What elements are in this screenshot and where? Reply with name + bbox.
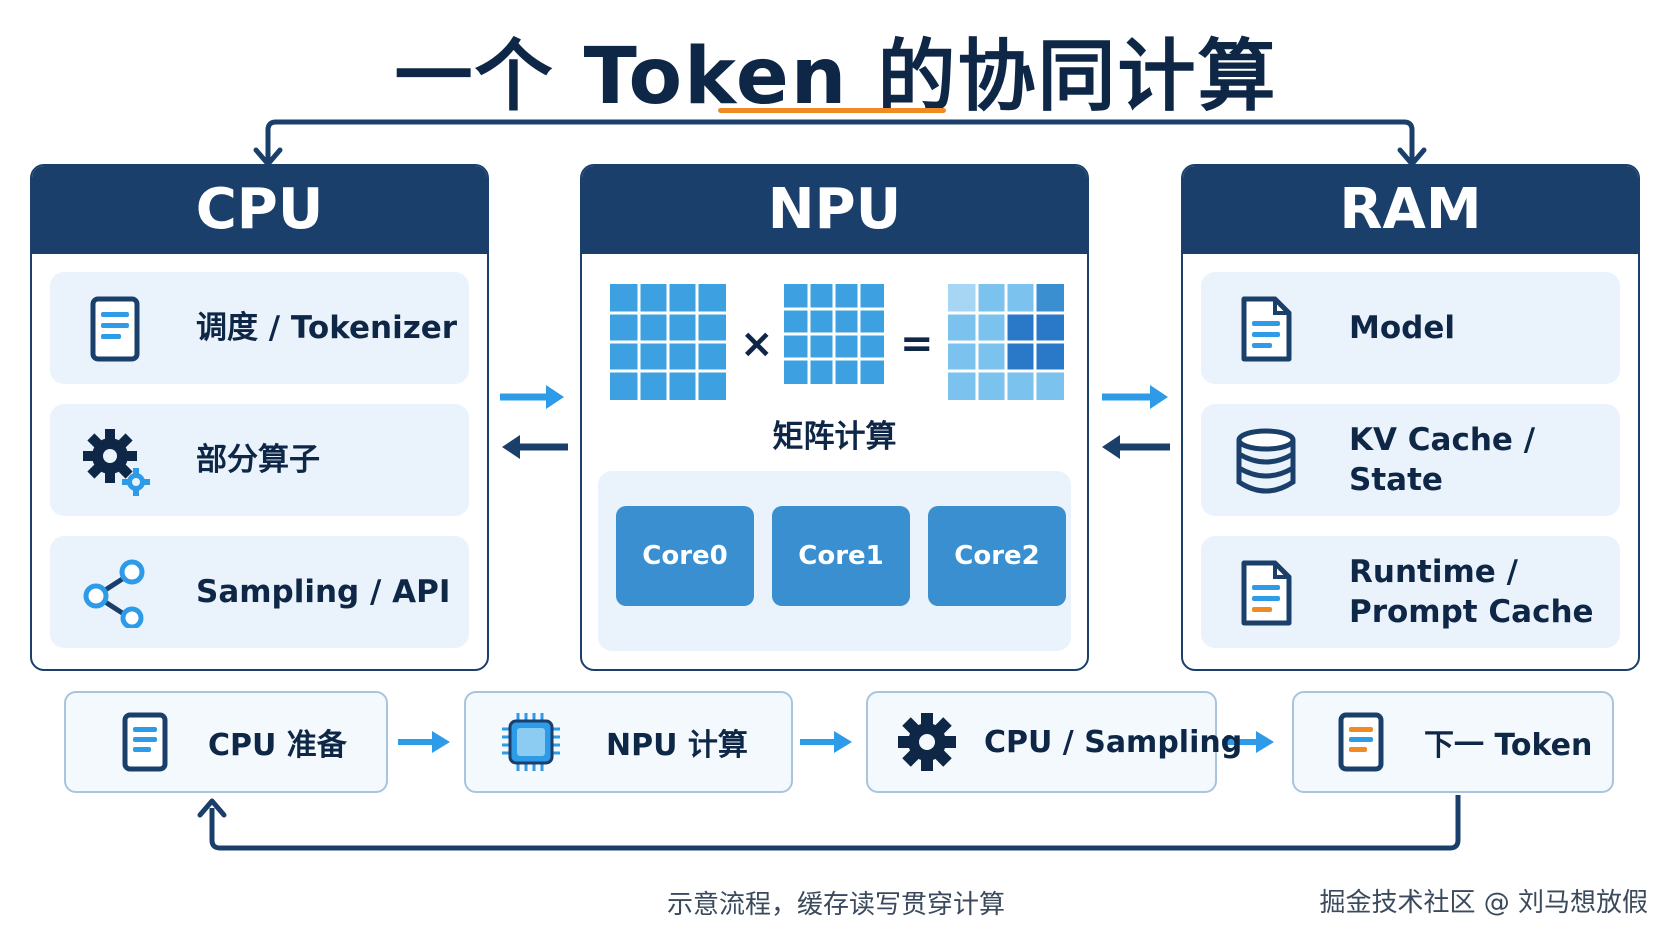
watermark: 掘金技术社区 @ 刘马想放假 <box>1319 888 1648 918</box>
flow-step-label: CPU / Sampling <box>984 724 1243 760</box>
ram-item-label: Runtime / Prompt Cache <box>1349 536 1594 648</box>
flow-step-next-token: 下一 Token <box>1292 691 1614 793</box>
flow-arrow-1 <box>398 731 450 753</box>
flow-step-npu-compute: NPU 计算 <box>464 691 793 793</box>
flow-step-cpu-sampling: CPU / Sampling <box>866 691 1242 793</box>
bottom-loop-arrow <box>197 798 227 818</box>
flow-step-cpu-prepare: CPU 准备 <box>64 691 388 793</box>
npu-panel: NPU × = 矩阵计算 Core0 Core1 Core2 <box>580 164 1089 671</box>
arrow-cpu-to-npu <box>500 385 564 409</box>
cpu-item-label: 调度 / Tokenizer <box>196 310 458 346</box>
document-icon <box>1338 712 1384 772</box>
cpu-item-operators: 部分算子 <box>50 404 469 516</box>
gear-icon <box>898 713 956 771</box>
ram-item-kvcache: KV Cache / State <box>1201 404 1620 516</box>
bottom-loop-line <box>209 795 1461 851</box>
chip-icon <box>502 713 560 771</box>
matrix-result-icon <box>948 284 1064 400</box>
ram-item-label-line2: Prompt Cache <box>1349 594 1594 630</box>
document-icon <box>90 296 140 362</box>
arrow-ram-to-npu <box>1102 435 1170 459</box>
equals-symbol: = <box>900 321 934 367</box>
share-nodes-icon <box>83 559 145 628</box>
top-loop-line <box>265 119 1415 160</box>
gears-icon <box>83 429 150 496</box>
cpu-item-tokenizer: 调度 / Tokenizer <box>50 272 469 384</box>
arrow-npu-to-cpu <box>502 435 568 459</box>
matrix-b-icon <box>784 284 884 384</box>
ram-item-model: Model <box>1201 272 1620 384</box>
core-0: Core0 <box>616 506 754 606</box>
ram-item-label: Model <box>1349 310 1455 346</box>
diagram-caption: 示意流程，缓存读写贯穿计算 <box>666 890 1005 920</box>
document-icon <box>1241 560 1292 626</box>
cpu-header: CPU <box>32 166 487 254</box>
flow-arrow-3 <box>1222 731 1274 753</box>
flow-step-label: CPU 准备 <box>208 728 347 763</box>
matrix-a-icon <box>610 284 726 400</box>
arrow-npu-to-ram <box>1102 385 1168 409</box>
cpu-panel: CPU 调度 / Tokenizer <box>30 164 489 671</box>
ram-item-label: KV Cache / State <box>1349 422 1536 498</box>
flow-step-label: NPU 计算 <box>606 728 748 763</box>
ram-header: RAM <box>1183 166 1638 254</box>
cpu-item-sampling: Sampling / API <box>50 536 469 648</box>
npu-header: NPU <box>582 166 1087 254</box>
core-2: Core2 <box>928 506 1066 606</box>
flow-step-label: 下一 Token <box>1424 728 1593 763</box>
document-icon <box>122 712 168 772</box>
ram-panel: RAM Model KV Cache / State Runtime <box>1181 164 1640 671</box>
page-title: 一个 Token 的协同计算 <box>394 32 1278 122</box>
times-symbol: × <box>740 321 774 367</box>
database-icon <box>1236 428 1296 494</box>
ram-item-runtime: Runtime / Prompt Cache <box>1201 536 1620 648</box>
cpu-item-label: 部分算子 <box>196 442 320 478</box>
flow-arrow-2 <box>800 731 852 753</box>
matrix-compute-label: 矩阵计算 <box>772 419 897 455</box>
core-1: Core1 <box>772 506 910 606</box>
ram-item-label-line1: Runtime / <box>1349 554 1518 590</box>
core-tray: Core0 Core1 Core2 <box>598 471 1071 651</box>
document-icon <box>1241 296 1292 362</box>
cpu-item-label: Sampling / API <box>196 574 451 610</box>
title-underline <box>718 108 946 113</box>
